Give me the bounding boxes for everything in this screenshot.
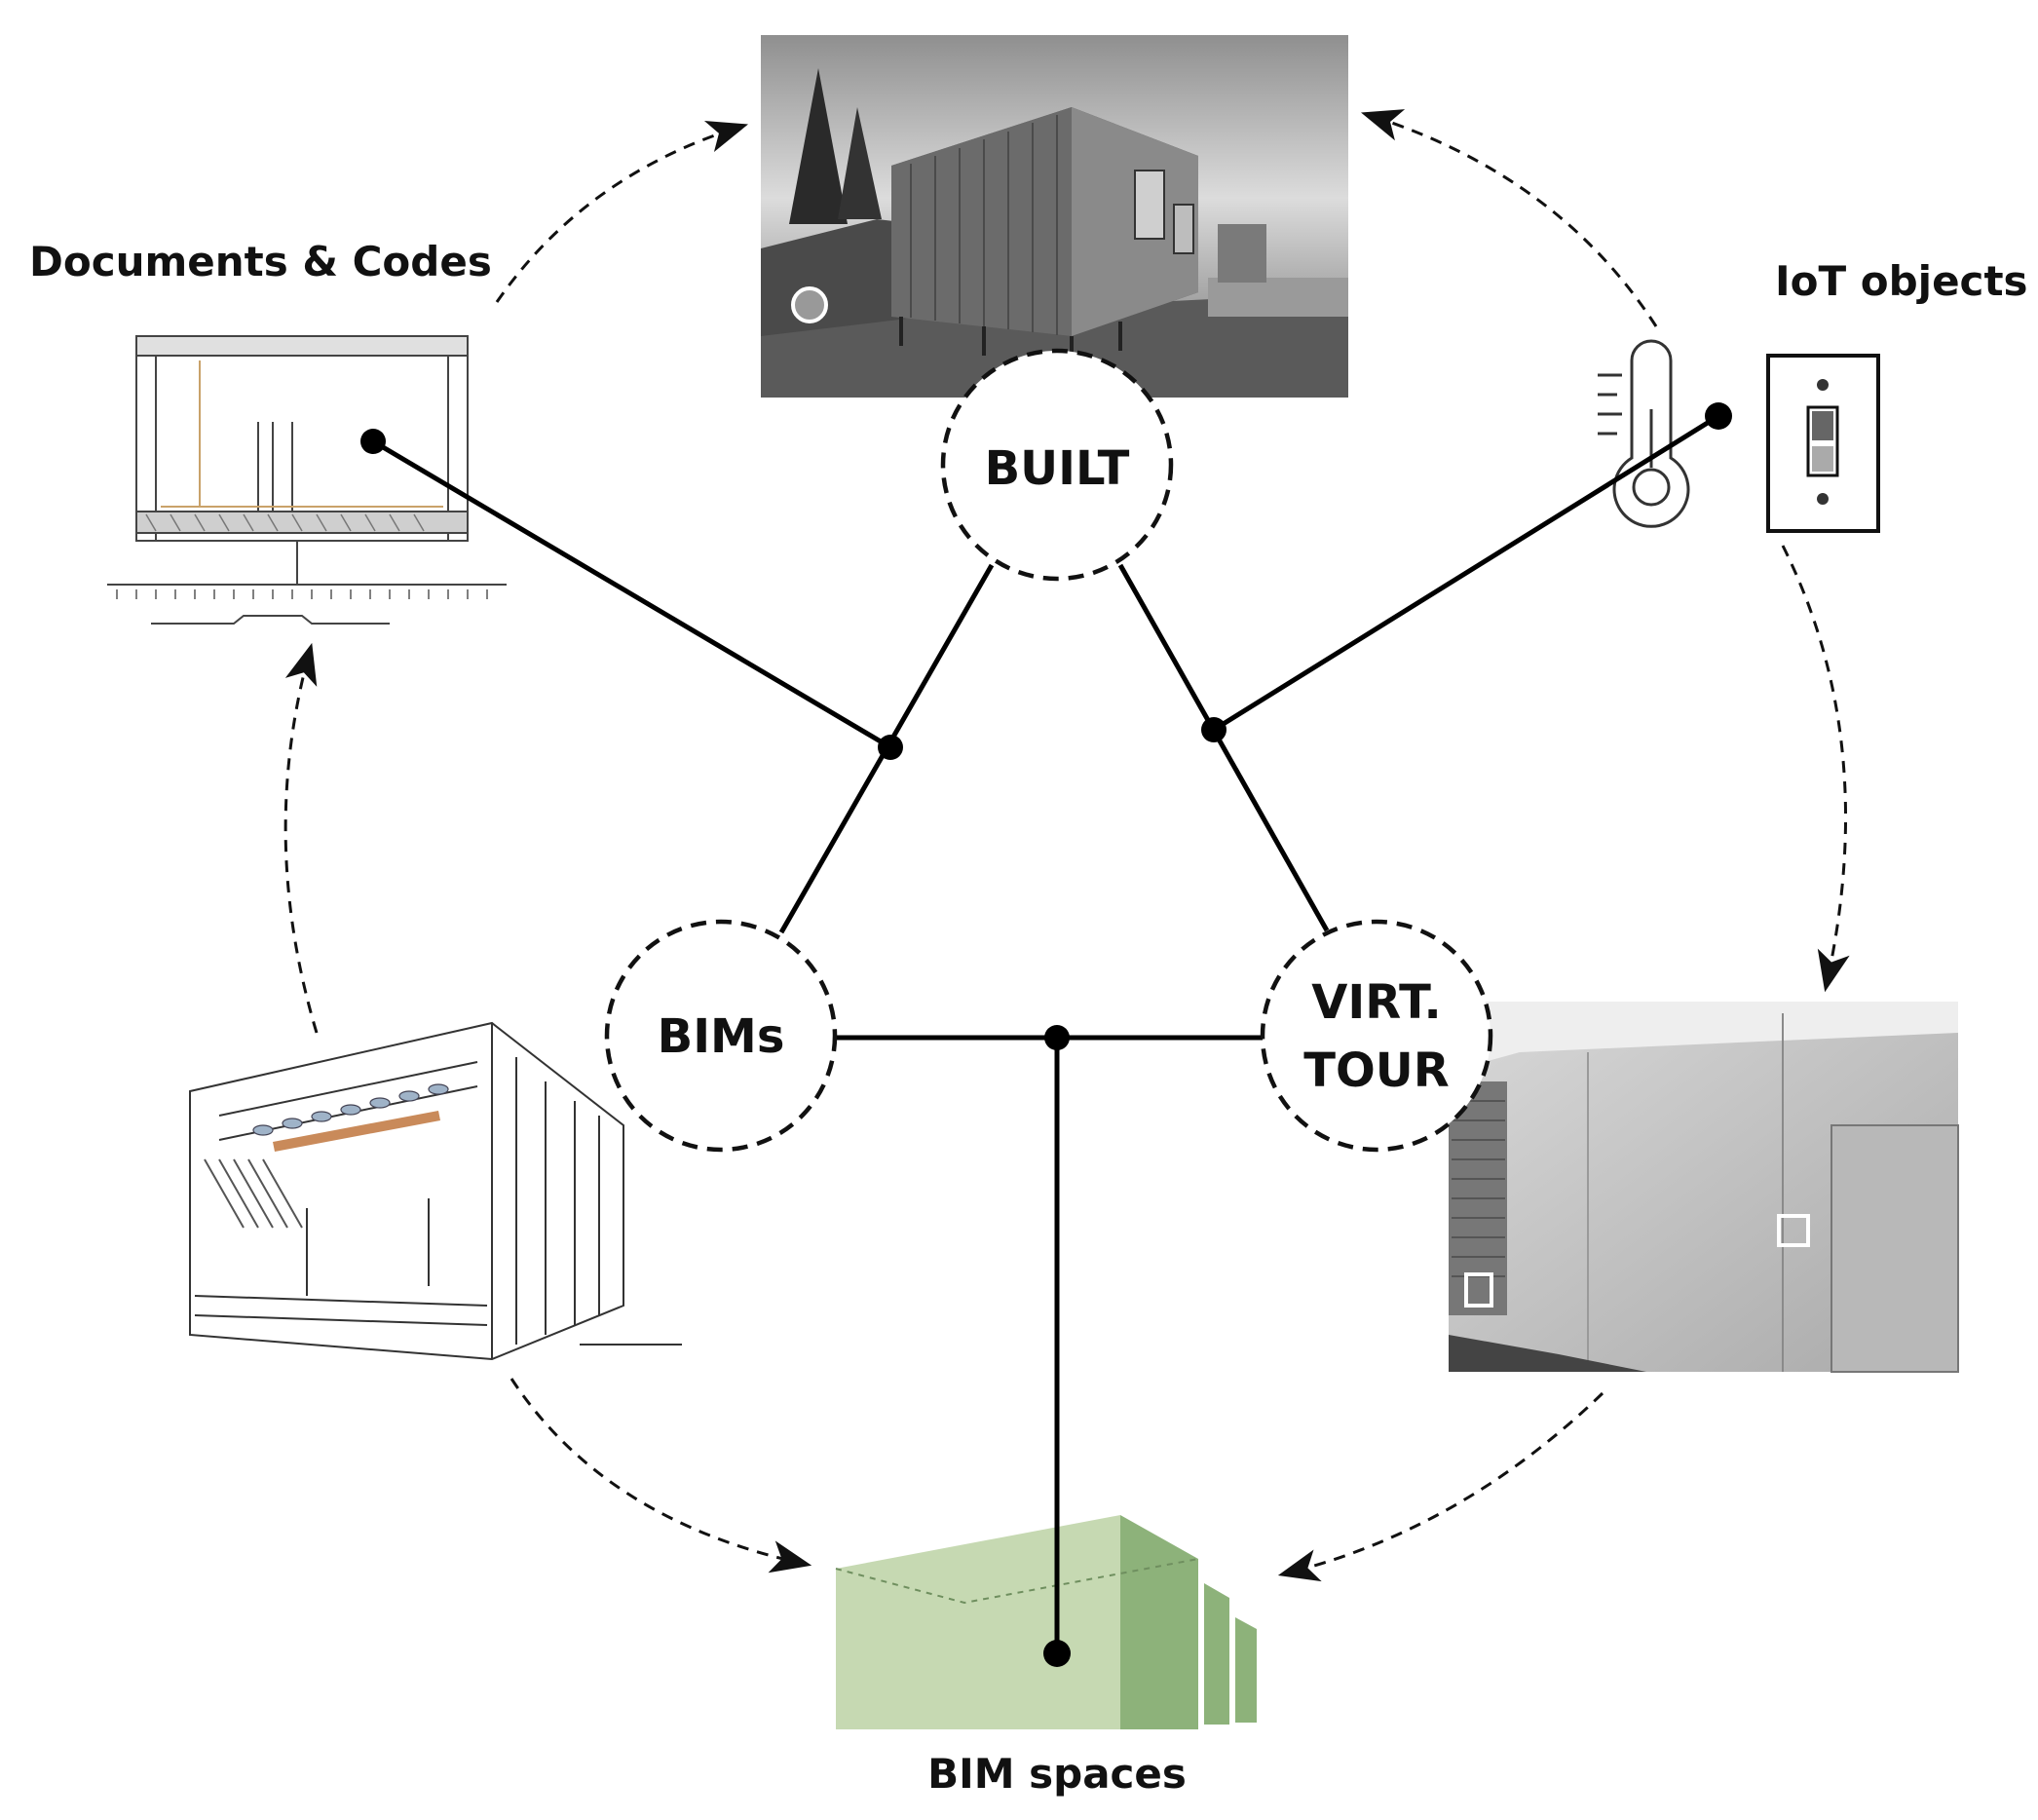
label-iot: IoT objects [1775,257,2028,305]
endpoint-documents [360,429,386,454]
label-documents: Documents & Codes [29,238,492,285]
node-virt-label-line2: TOUR [1303,1043,1449,1098]
node-built-label: BUILT [985,441,1130,496]
endpoint-iot [1705,402,1732,430]
cycle-arrows [283,109,1850,1582]
arrow-iot-to-tour [1781,545,1850,993]
bim-space-side [1120,1515,1198,1729]
light-switch-icon [1766,354,1880,533]
documents-drawing [107,335,507,625]
arrow-tour-to-spaces [1277,1391,1604,1582]
bim-model-sketch [189,1021,682,1361]
graph-links [371,413,1720,1653]
node-bims-label: BIMs [658,1009,785,1064]
arrow-iot-to-built [1360,109,1658,327]
link-documents [371,438,892,750]
bim-spaces-block [835,1515,1257,1729]
built-photo [761,35,1348,398]
node-built: BUILT [940,348,1174,582]
arrow-bim-to-spaces [510,1378,812,1574]
node-virt-label-line1: VIRT. [1311,975,1442,1030]
link-iot [1212,413,1720,733]
thermometer-icon [1598,339,1690,528]
endpoint-spaces [1043,1640,1071,1667]
junction-documents [878,735,903,760]
label-bim-spaces: BIM spaces [927,1750,1187,1798]
bim-space-front [836,1515,1120,1729]
graph-junctions [360,402,1732,1667]
virtual-tour-photo [1449,1002,1959,1373]
arrow-bim-to-documents [283,642,319,1034]
junction-iot [1201,717,1227,742]
node-virtual-tour: VIRT. TOUR [1260,919,1493,1153]
link-built-tour [1117,563,1330,932]
junction-spaces [1044,1025,1070,1050]
arrow-documents-to-built [495,120,749,303]
node-bims: BIMs [604,919,838,1153]
